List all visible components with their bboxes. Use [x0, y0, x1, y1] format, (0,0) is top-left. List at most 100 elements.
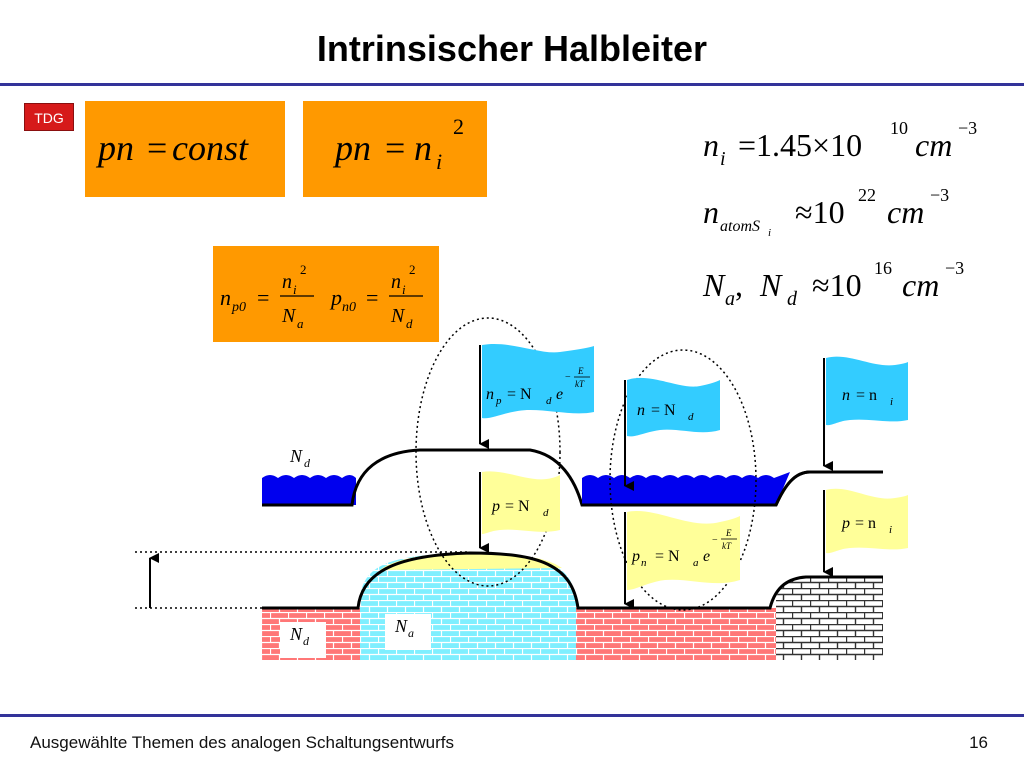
- bottom-rule: [0, 714, 1024, 717]
- flag-p-eq-ni: [826, 488, 908, 554]
- water-right: [582, 472, 790, 505]
- svg-text:=1.45×10: =1.45×10: [738, 127, 862, 163]
- nd-bottom-label-bg: [280, 622, 326, 658]
- svg-text:d: d: [546, 395, 552, 407]
- svg-text:cm: cm: [902, 267, 939, 303]
- svg-text:kT: kT: [722, 541, 732, 551]
- flag-p-eq-nd: [482, 471, 560, 534]
- svg-text:22: 22: [858, 185, 876, 205]
- nd-bottom-sub: d: [303, 634, 310, 648]
- box3-right-num-sub: i: [402, 282, 406, 297]
- tdg-badge: TDG: [24, 103, 74, 131]
- box3-right-eq: =: [366, 285, 378, 310]
- constant-na-nd: N a , N d ≈10 16 cm −3: [702, 258, 964, 310]
- constant-natom: n atomS i ≈10 22 cm −3: [703, 185, 949, 239]
- svg-text:atomS: atomS: [720, 218, 760, 235]
- ellipse-left: [415, 317, 561, 587]
- svg-text:,: ,: [735, 267, 743, 303]
- svg-text:≈10: ≈10: [795, 194, 845, 230]
- formula-box-equilibrium: n p0 = n i 2 N a p n0 = n i 2 N d: [213, 246, 439, 342]
- svg-text:−3: −3: [958, 118, 977, 138]
- svg-text:E: E: [577, 366, 584, 376]
- svg-text:i: i: [768, 227, 771, 239]
- box2-lhs: pn: [332, 128, 371, 168]
- box3-right-num-sup: 2: [409, 262, 416, 277]
- svg-text:−3: −3: [930, 185, 949, 205]
- svg-text:= N: = N: [505, 498, 530, 515]
- box3-right-den: N: [390, 305, 406, 327]
- box3-left-eq: =: [257, 285, 269, 310]
- svg-text:cm: cm: [915, 127, 952, 163]
- svg-text:= n: = n: [856, 387, 877, 404]
- svg-text:p: p: [495, 395, 502, 407]
- box3-left-den-sub: a: [297, 316, 304, 331]
- flag-np: [482, 343, 594, 419]
- svg-text:= n: = n: [855, 515, 876, 532]
- footer-text: Ausgewählte Themen des analogen Schaltun…: [30, 733, 455, 752]
- brick-nd-right: [576, 608, 776, 660]
- flag-n-eq-ni: [826, 356, 908, 426]
- box3-left-num-sub: i: [293, 282, 297, 297]
- water-left: [262, 475, 356, 505]
- svg-text:E: E: [725, 528, 732, 538]
- box2-eq: =: [385, 128, 405, 168]
- nd-bottom-label: N: [289, 624, 303, 644]
- constant-ni: n i =1.45×10 10 cm −3: [703, 118, 977, 170]
- svg-text:p: p: [631, 548, 640, 565]
- box1-lhs: pn: [95, 128, 134, 168]
- svg-text:N: N: [702, 267, 726, 303]
- svg-text:d: d: [543, 507, 549, 519]
- box3-left-num: n: [282, 271, 292, 293]
- svg-text:cm: cm: [887, 194, 924, 230]
- na-bottom-label: N: [394, 616, 408, 636]
- svg-text:e: e: [703, 548, 710, 565]
- svg-text:= N: = N: [507, 386, 532, 403]
- svg-text:i: i: [889, 524, 892, 536]
- box3-right-num: n: [391, 271, 401, 293]
- flag-n-eq-nd: [627, 377, 720, 437]
- box1-rhs: const: [172, 128, 249, 168]
- svg-text:n: n: [703, 194, 719, 230]
- svg-text:= N: = N: [655, 548, 680, 565]
- box2-n: n: [414, 128, 432, 168]
- box3-right-p: p: [329, 285, 342, 310]
- box1-eq: =: [147, 128, 167, 168]
- svg-text:≈10: ≈10: [812, 267, 862, 303]
- box3-left-sub: p0: [231, 300, 246, 315]
- valence-band-edge: [262, 551, 883, 610]
- slide-title: Intrinsischer Halbleiter: [316, 28, 708, 69]
- svg-text:−: −: [712, 535, 718, 546]
- ellipse-right: [609, 349, 757, 611]
- svg-text:i: i: [720, 148, 726, 170]
- svg-text:n: n: [637, 402, 645, 419]
- svg-text:−3: −3: [945, 258, 964, 278]
- svg-text:e: e: [556, 386, 563, 403]
- svg-text:d: d: [688, 411, 694, 423]
- nd-water-label: N: [289, 446, 303, 466]
- svg-text:n: n: [703, 127, 719, 163]
- svg-text:kT: kT: [575, 379, 585, 389]
- box3-left-n: n: [220, 285, 231, 310]
- box3-right-den-sub: d: [406, 316, 413, 331]
- na-bottom-label-bg: [385, 614, 431, 650]
- box3-right-sub: n0: [342, 300, 356, 315]
- na-bottom-sub: a: [408, 626, 414, 640]
- svg-text:= N: = N: [651, 402, 676, 419]
- svg-text:N: N: [759, 267, 783, 303]
- box3-left-num-sup: 2: [300, 262, 307, 277]
- flag-pn: [627, 511, 740, 590]
- box2-sub: i: [436, 149, 442, 174]
- formula-box-pn-ni2: pn = n i 2: [303, 101, 487, 197]
- svg-text:p: p: [841, 515, 850, 532]
- formula-box-pn-const: pn = const: [85, 101, 285, 197]
- svg-text:10: 10: [890, 118, 908, 138]
- svg-text:d: d: [787, 288, 798, 310]
- svg-text:−: −: [565, 372, 571, 383]
- nd-water-sub: d: [304, 456, 311, 470]
- svg-text:16: 16: [874, 258, 892, 278]
- svg-text:n: n: [486, 386, 494, 403]
- svg-text:a: a: [693, 557, 699, 569]
- brick-intrinsic: [776, 577, 883, 660]
- svg-text:n: n: [842, 387, 850, 404]
